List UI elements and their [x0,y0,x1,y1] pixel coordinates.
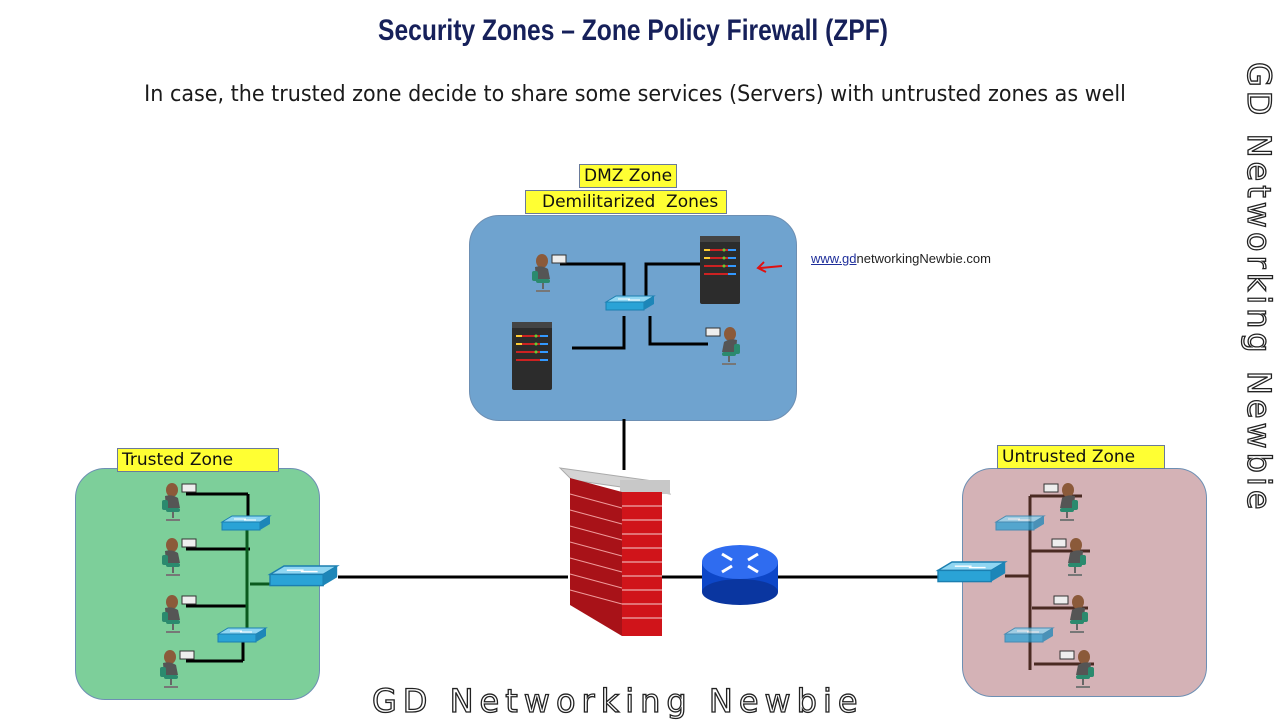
untrusted-zone-label: Untrusted Zone [997,445,1165,469]
untrusted-core-switch [937,561,1006,583]
slide-subtitle: In case, the trusted zone decide to shar… [144,82,1126,107]
watermark-bottom: GD Networking Newbie [371,681,864,720]
untrusted-switch-1 [995,515,1045,531]
trusted-links [186,492,250,663]
trusted-user-4 [159,649,195,688]
website-url-rest: networkingNewbie.com [856,251,991,266]
dmz-server-2 [511,321,553,391]
untrusted-user-3 [1053,594,1089,633]
trusted-zone-label: Trusted Zone [117,448,279,472]
dmz-server-1 [699,235,741,305]
trusted-user-1 [161,482,197,521]
dmz-user-1 [531,253,567,292]
firewall-icon [558,467,672,636]
dmz-switch [605,295,655,311]
trusted-switch-1 [221,515,271,531]
slide-title: Security Zones – Zone Policy Firewall (Z… [378,14,888,47]
website-url[interactable]: www.gdnetworkingNewbie.com [811,251,991,266]
dmz-zone-sublabel: Demilitarized Zones [525,190,728,214]
dmz-links [560,262,708,350]
untrusted-user-2 [1051,537,1087,576]
untrusted-user-1 [1043,482,1079,521]
website-url-underlined[interactable]: www.gd [811,251,857,266]
trusted-core-switch [269,565,338,587]
watermark-side: GD Networking Newbie [1239,61,1278,514]
router-icon [702,545,778,605]
trusted-switch-2 [217,627,267,643]
red-arrow-annotation [756,261,783,273]
dmz-zone-label: DMZ Zone [579,164,678,188]
trusted-user-2 [161,537,197,576]
trusted-user-3 [161,594,197,633]
dmz-user-2 [705,326,741,365]
untrusted-switch-2 [1004,627,1054,643]
untrusted-user-4 [1059,649,1095,688]
